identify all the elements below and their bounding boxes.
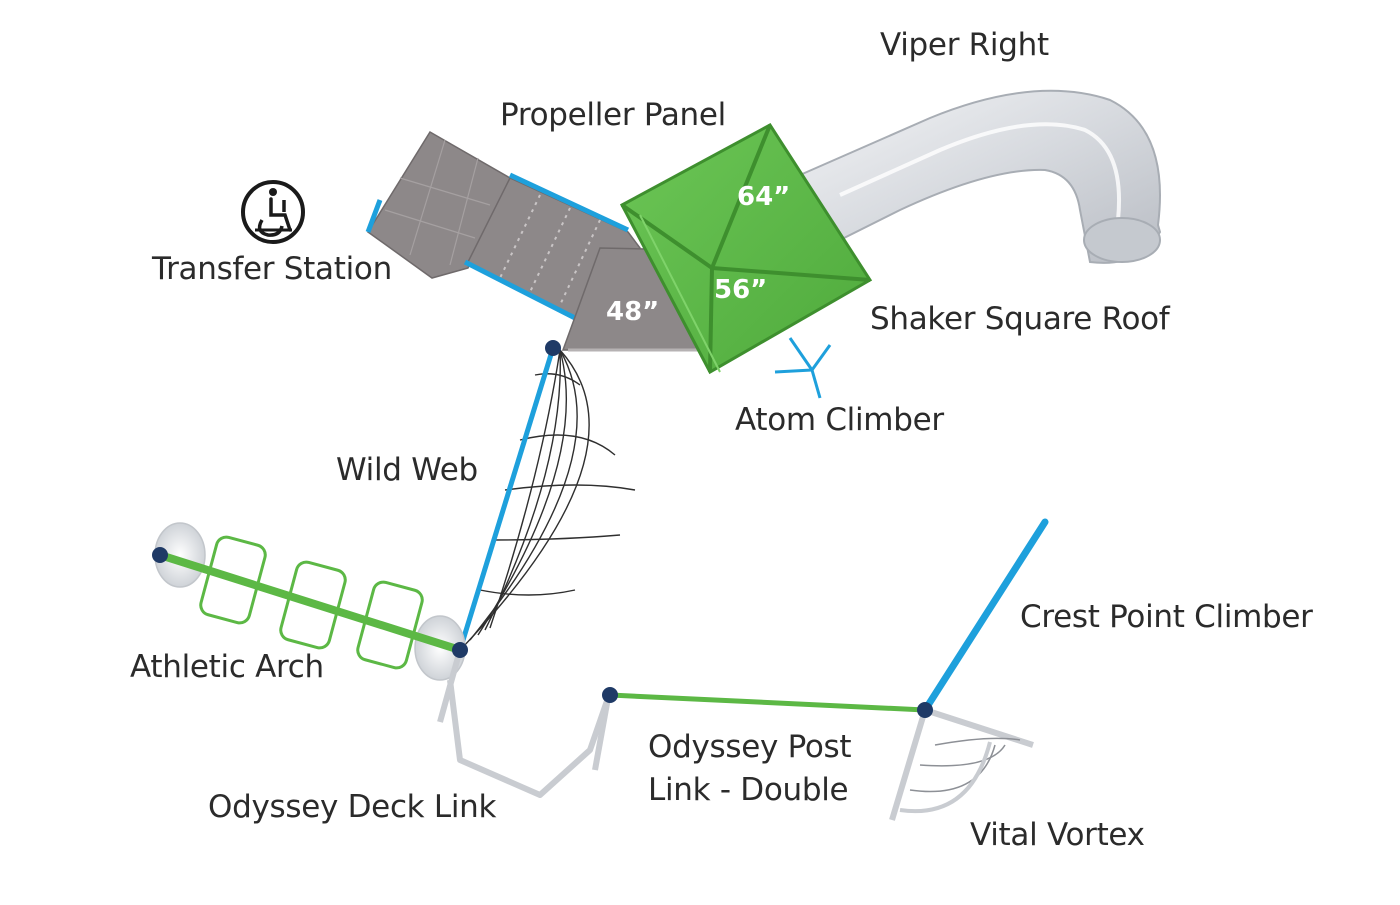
transfer-station-label: Transfer Station (152, 251, 392, 287)
deck-height-label: 48” (606, 297, 659, 327)
odyssey-post-link-label-line1: Odyssey Post (648, 729, 852, 765)
shaker-square-roof-label: Shaker Square Roof (870, 301, 1170, 337)
post-node (152, 547, 168, 563)
wheelchair-accessible-icon (241, 180, 305, 244)
odyssey-deck-link (437, 649, 611, 798)
odyssey-post-link (609, 692, 926, 713)
wild-web-pole (457, 347, 556, 651)
vital-vortex (889, 707, 1034, 821)
post-node (545, 340, 561, 356)
viper-right-label: Viper Right (880, 27, 1049, 63)
crest-point-climber-label: Crest Point Climber (1020, 599, 1313, 635)
viper-right-slide (798, 89, 1162, 264)
post-node (452, 642, 468, 658)
roof-top-height-label: 64” (737, 182, 790, 212)
wild-web-label: Wild Web (336, 452, 478, 488)
athletic-arch-label: Athletic Arch (130, 649, 324, 685)
post-nodes (152, 340, 933, 718)
propeller-panel-label: Propeller Panel (500, 97, 726, 133)
odyssey-deck-link-label: Odyssey Deck Link (208, 789, 497, 825)
transfer-station-deck (365, 130, 511, 279)
wild-web-net (461, 349, 636, 649)
post-node (602, 687, 618, 703)
atom-climber (774, 337, 832, 399)
crest-point-climber (921, 518, 1049, 714)
vital-vortex-label: Vital Vortex (970, 817, 1145, 853)
atom-climber-label: Atom Climber (735, 402, 944, 438)
odyssey-post-link-label-line2: Link - Double (648, 772, 849, 808)
roof-front-height-label: 56” (714, 275, 767, 305)
post-node (917, 702, 933, 718)
shaker-square-roof: 64” 56” (619, 123, 873, 375)
